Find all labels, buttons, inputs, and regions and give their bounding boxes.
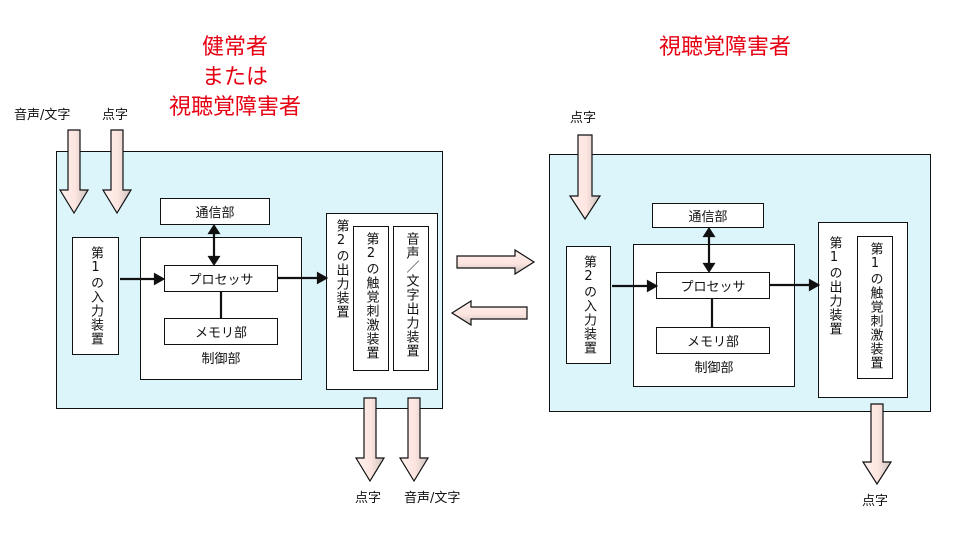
right-input-device: 第2の入力装置	[566, 246, 611, 364]
right-input-device-label: 第2の入力装置	[581, 255, 596, 355]
right-title: 視聴覚障害者	[658, 35, 791, 60]
right-tactile-stimulator-label: 第1の触覚刺激装置	[867, 242, 883, 370]
right-output-device-label: 第1の出力装置	[826, 236, 842, 336]
left-input-device: 第1の入力装置	[72, 237, 119, 355]
left-title-line-3: 視聴覚障害者	[168, 95, 301, 120]
right-input-braille-arrow	[568, 134, 602, 221]
left-output-braille-label: 点字	[355, 491, 382, 506]
right-comm-unit-label: 通信部	[688, 210, 728, 225]
left-comm-unit-label: 通信部	[195, 206, 235, 221]
right-memory-unit: メモリ部	[656, 327, 770, 354]
right-input-braille-label: 点字	[570, 111, 597, 126]
left-output-braille-arrow	[354, 397, 386, 483]
left-output-device-label: 第2の出力装置	[333, 219, 349, 319]
right-output-braille-label: 点字	[862, 494, 889, 509]
right-comm-unit: 通信部	[652, 203, 764, 228]
right-processor-label: プロセッサ	[680, 280, 746, 295]
left-input-voice-text-label: 音声/文字	[14, 108, 71, 123]
left-processor: プロセッサ	[164, 265, 278, 292]
left-voice-text-output-label: 音声／文字出力装置	[403, 232, 419, 358]
left-input-braille-label: 点字	[102, 108, 129, 123]
left-output-voice-text-arrow	[398, 397, 430, 483]
left-processor-label: プロセッサ	[188, 273, 254, 288]
left-title-line-2: または	[201, 65, 268, 90]
transfer-arrow-left	[450, 299, 528, 327]
left-comm-processor-connector	[207, 223, 221, 267]
left-tactile-stimulator-label: 第2の触覚刺激装置	[363, 232, 379, 360]
right-control-unit: 制御部	[633, 244, 795, 387]
left-input-device-label: 第1の入力装置	[88, 246, 103, 346]
left-processor-output-connector	[278, 271, 329, 285]
left-memory-unit: メモリ部	[164, 318, 278, 345]
right-memory-unit-label: メモリ部	[686, 335, 739, 350]
left-tactile-stimulator: 第2の触覚刺激装置	[353, 226, 389, 371]
left-memory-unit-label: メモリ部	[194, 326, 247, 341]
left-input-braille-arrow	[101, 129, 133, 215]
right-control-unit-label: 制御部	[694, 361, 734, 376]
left-input-voice-text-arrow	[58, 129, 90, 215]
right-tactile-stimulator: 第1の触覚刺激装置	[857, 236, 893, 379]
right-output-braille-arrow	[861, 403, 893, 486]
left-output-voice-text-label: 音声/文字	[404, 491, 461, 506]
left-title: 健常者 または 視聴覚障害者	[140, 33, 330, 123]
transfer-arrow-right	[456, 248, 536, 276]
right-input-processor-connector	[612, 279, 659, 293]
left-title-line-1: 健常者	[201, 35, 268, 60]
left-input-processor-connector	[120, 272, 166, 286]
right-comm-processor-connector	[702, 226, 716, 274]
right-processor-output-connector	[770, 278, 821, 292]
right-processor: プロセッサ	[656, 272, 770, 299]
left-control-unit-label: 制御部	[201, 352, 241, 367]
left-comm-unit: 通信部	[160, 198, 270, 225]
left-voice-text-output-device: 音声／文字出力装置	[393, 226, 429, 371]
